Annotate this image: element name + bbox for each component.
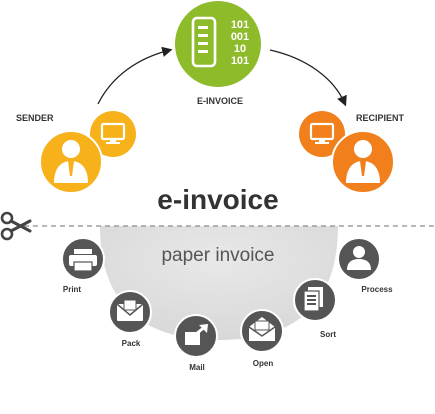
documents-icon [303, 287, 323, 312]
paper-step-pack: Pack [108, 290, 152, 348]
paper-step-sort: Sort [293, 278, 337, 339]
paper-step-label: Pack [122, 339, 141, 348]
binary-digit: 10 [234, 43, 246, 55]
sender-node [39, 111, 136, 194]
businessman-icon [346, 140, 380, 183]
person-icon [347, 246, 371, 270]
binary-digit: 101 [231, 55, 249, 67]
envelope-icon [116, 299, 144, 321]
paper-step-label: Open [253, 359, 274, 368]
monitor-icon [100, 122, 126, 144]
paper-step-label: Process [361, 285, 393, 294]
arrow-einvoice-to-recipient [269, 49, 347, 107]
businessman-icon [54, 140, 88, 183]
paper-invoice-area [100, 226, 338, 340]
recipient-node [299, 111, 395, 194]
monitor-icon [309, 122, 335, 144]
paper-step-label: Print [63, 285, 82, 294]
sender-label: SENDER [16, 113, 54, 123]
binary-digit: 101 [231, 19, 249, 31]
einvoice-node: 101 001 10 101 [175, 1, 261, 87]
paper-step-print: Print [61, 237, 105, 294]
paper-step-open: Open [240, 309, 284, 368]
mail-arrow-icon [185, 324, 208, 345]
binary-document-icon: 101 001 10 101 [191, 16, 249, 68]
paper-invoice-title: paper invoice [161, 245, 274, 266]
paper-step-process: Process [337, 237, 393, 294]
open-envelope-icon [248, 317, 276, 341]
paper-step-label: Sort [320, 330, 336, 339]
arrow-sender-to-einvoice [97, 46, 173, 105]
diagram-title: e-invoice [157, 184, 278, 215]
einvoice-label: E-INVOICE [197, 96, 243, 106]
printer-icon [69, 249, 97, 272]
paper-step-mail: Mail [174, 314, 218, 372]
binary-digit: 001 [231, 31, 249, 43]
recipient-label: RECIPIENT [356, 113, 405, 123]
scissors-icon [0, 211, 32, 241]
paper-step-label: Mail [189, 363, 205, 372]
